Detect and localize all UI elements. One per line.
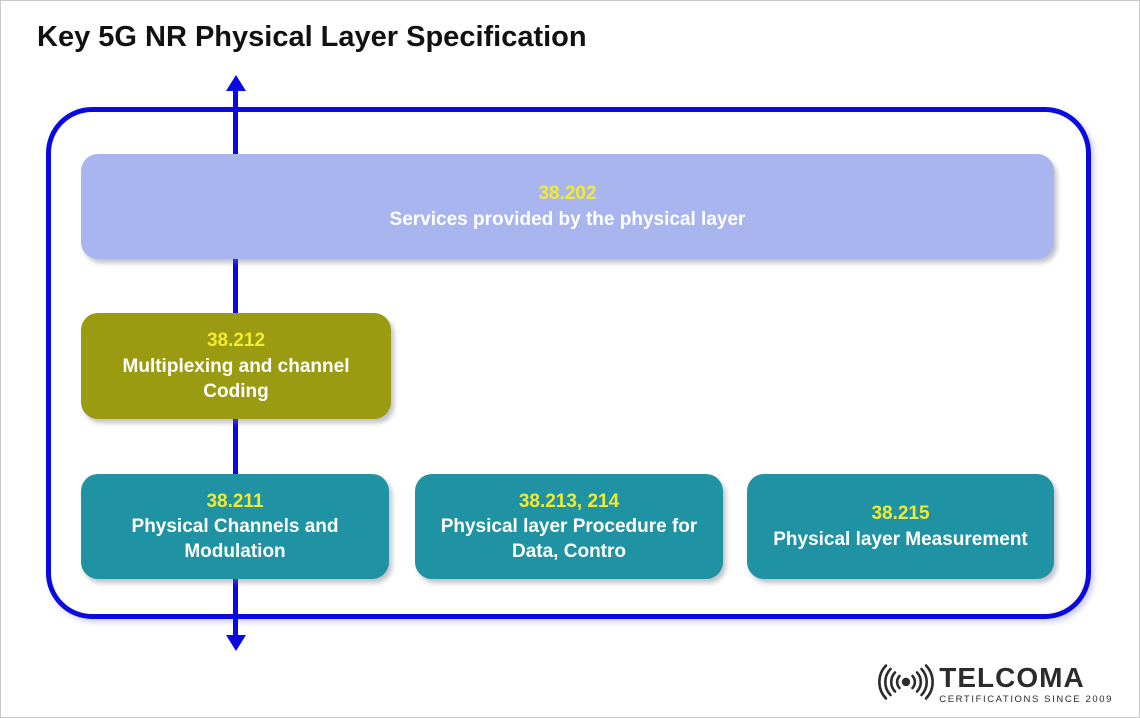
node-channels: 38.211 Physical Channels and Modulation: [81, 474, 389, 579]
spec-code: 38.215: [871, 503, 930, 525]
logo-tagline: CERTIFICATIONS SINCE 2009: [939, 694, 1113, 705]
spec-label: Physical layer Procedure for Data, Contr…: [440, 516, 698, 563]
logo-name: TELCOMA: [939, 662, 1085, 693]
arrow-down-icon: [226, 635, 246, 651]
spec-label: Physical Channels and Modulation: [131, 516, 339, 563]
node-services: 38.202 Services provided by the physical…: [81, 154, 1054, 259]
spec-code: 38.211: [206, 490, 264, 512]
node-multiplexing: 38.212 Multiplexing and channel Coding: [81, 313, 391, 419]
node-measurement: 38.215 Physical layer Measurement: [747, 474, 1054, 579]
page-title: Key 5G NR Physical Layer Specification: [37, 21, 587, 53]
spec-code: 38.202: [538, 183, 597, 205]
spec-code: 38.212: [206, 330, 266, 352]
arrow-up-icon: [226, 75, 246, 91]
spec-code: 38.213, 214: [518, 490, 620, 512]
spec-label: Physical layer Measurement: [773, 528, 1028, 550]
spec-label: Services provided by the physical layer: [389, 208, 746, 230]
spec-label: Multiplexing and channel Coding: [122, 355, 350, 402]
radio-waves-icon: [878, 660, 935, 709]
spec-frame: [46, 107, 1091, 619]
telcoma-logo: TELCOMA CERTIFICATIONS SINCE 2009: [878, 660, 1113, 709]
node-procedures: 38.213, 214 Physical layer Procedure for…: [415, 474, 723, 579]
